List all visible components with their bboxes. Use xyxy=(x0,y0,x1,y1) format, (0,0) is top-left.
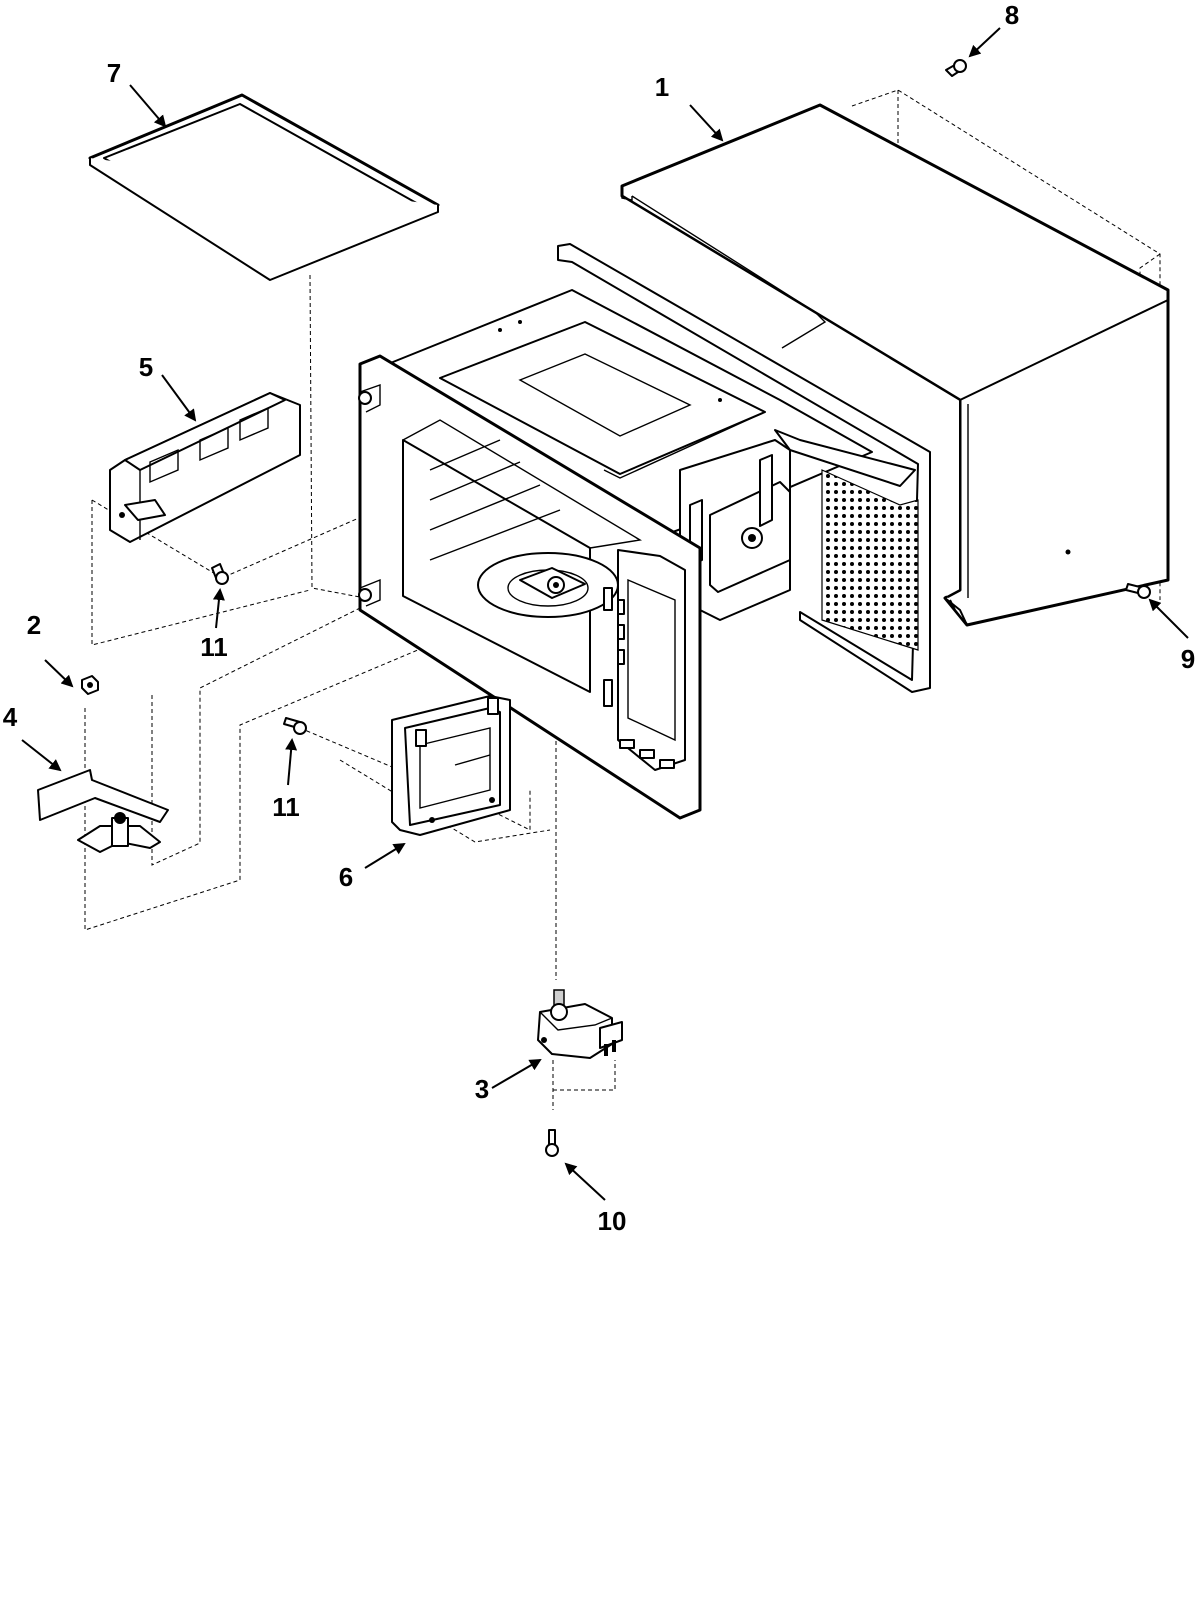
callout-5: 5 xyxy=(139,352,153,382)
callout-arrows xyxy=(21,27,1189,1201)
turntable-motor-3 xyxy=(537,989,623,1059)
screw-11b xyxy=(283,717,307,735)
callout-11a: 11 xyxy=(200,632,228,662)
callout-6: 6 xyxy=(339,862,353,892)
screw-10 xyxy=(545,1129,559,1157)
nut-2 xyxy=(81,675,99,695)
bracket-6 xyxy=(391,695,511,836)
callout-10: 10 xyxy=(598,1206,627,1236)
shelf-tray xyxy=(88,93,440,281)
callout-7: 7 xyxy=(107,58,121,88)
screw-11a xyxy=(211,563,229,585)
callout-9: 9 xyxy=(1181,644,1195,674)
stirrer-bracket-4 xyxy=(37,769,169,853)
outer-cabinet xyxy=(620,103,1170,627)
callout-1: 1 xyxy=(655,72,669,102)
callout-2: 2 xyxy=(27,610,41,640)
cavity-frame xyxy=(358,243,931,820)
bracket-5 xyxy=(109,392,301,543)
callout-8: 8 xyxy=(1005,0,1019,30)
screw-9 xyxy=(1125,583,1151,599)
screw-8 xyxy=(945,59,967,77)
callout-3: 3 xyxy=(475,1074,489,1104)
callout-4: 4 xyxy=(3,702,18,732)
callout-labels: 1 2 3 4 5 6 7 8 9 10 11 11 xyxy=(3,0,1195,1236)
callout-11b: 11 xyxy=(272,792,300,822)
